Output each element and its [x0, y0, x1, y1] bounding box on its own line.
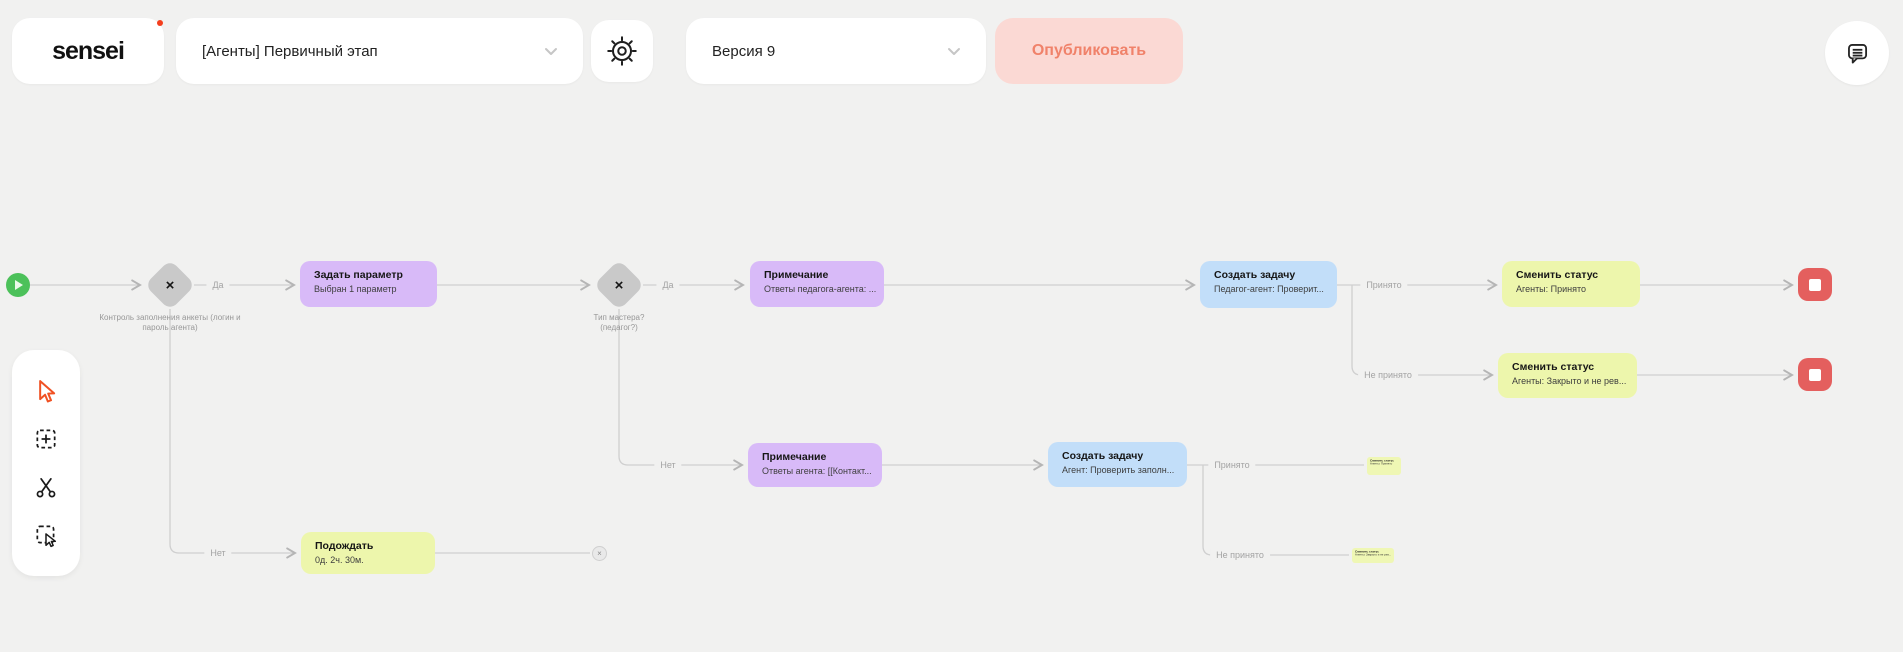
- x-icon: ×: [614, 276, 624, 294]
- condition-caption: Тип мастера? (педагог?): [593, 313, 645, 333]
- node-title: Примечание: [764, 269, 829, 281]
- edge-label-accepted: Принято: [1360, 279, 1408, 291]
- node-subtitle: Педагог-агент: Проверит...: [1214, 284, 1324, 294]
- node-subtitle: Выбран 1 параметр: [314, 284, 397, 294]
- add-frame-tool-button[interactable]: [29, 422, 63, 456]
- lasso-select-icon: [36, 525, 57, 548]
- node-subtitle: Агенты: Закрыто и не рев...: [1355, 553, 1392, 557]
- node-status-accepted[interactable]: Сменить статус Агенты: Принято: [1502, 261, 1640, 307]
- condition-node-master-type[interactable]: ×: [593, 259, 645, 311]
- cut-tool-button[interactable]: [29, 470, 63, 504]
- stop-icon: [1809, 368, 1821, 381]
- chat-icon: [1848, 44, 1868, 64]
- chat-button[interactable]: [1825, 21, 1889, 85]
- node-mini-status-accepted[interactable]: Сменить статус Агенты: Принято: [1367, 457, 1401, 475]
- node-subtitle: Агенты: Принято: [1370, 462, 1393, 466]
- node-title: Сменить статус: [1370, 459, 1394, 463]
- node-subtitle: Агент: Проверить заполн...: [1062, 465, 1175, 475]
- publish-button[interactable]: Опубликовать: [995, 18, 1183, 84]
- scissors-icon: [36, 478, 56, 498]
- stop-icon: [1809, 278, 1821, 291]
- node-subtitle: 0д. 2ч. 30м.: [315, 555, 364, 565]
- node-task-agent[interactable]: Создать задачу Агент: Проверить заполн..…: [1048, 442, 1187, 487]
- node-wait[interactable]: Подождать 0д. 2ч. 30м.: [301, 532, 435, 574]
- node-title: Сменить статус: [1512, 361, 1595, 373]
- node-set-param[interactable]: Задать параметр Выбран 1 параметр: [300, 261, 437, 307]
- node-title: Создать задачу: [1214, 269, 1296, 281]
- node-note-agent[interactable]: Примечание Ответы агента: [[Контакт...: [748, 443, 882, 487]
- version-select-value: Версия 9: [712, 42, 776, 60]
- node-subtitle: Ответы педагога-агента: ...: [764, 284, 877, 294]
- condition-caption: Контроль заполнения анкеты (логин и паро…: [99, 313, 241, 333]
- edge-label-accepted: Принято: [1208, 459, 1256, 471]
- x-icon: ×: [597, 549, 602, 558]
- edge-label-rejected: Не принято: [1210, 549, 1270, 561]
- canvas-toolbox: [12, 350, 80, 576]
- chevron-down-icon: [545, 48, 557, 55]
- app-logo-text: sensei: [52, 36, 125, 65]
- chevron-down-icon: [948, 48, 960, 55]
- flow-select-value: [Агенты] Первичный этап: [202, 42, 378, 60]
- play-icon: [15, 280, 23, 290]
- end-node[interactable]: [1798, 268, 1832, 301]
- x-icon: ×: [165, 276, 175, 294]
- edge-label-yes: Да: [206, 279, 230, 291]
- version-select[interactable]: Версия 9: [686, 18, 986, 84]
- node-subtitle: Агенты: Закрыто и не рев...: [1512, 376, 1627, 386]
- node-title: Создать задачу: [1062, 450, 1144, 462]
- edge-label-rejected: Не принято: [1358, 369, 1418, 381]
- edge-label-no: Нет: [654, 459, 682, 471]
- settings-button[interactable]: [591, 20, 653, 82]
- start-node[interactable]: [6, 273, 30, 297]
- logo-red-dot: [157, 20, 163, 26]
- edge-label-no: Нет: [204, 547, 232, 559]
- node-task-teacher[interactable]: Создать задачу Педагог-агент: Проверит..…: [1200, 261, 1337, 308]
- node-title: Сменить статус: [1355, 550, 1379, 554]
- node-subtitle: Агенты: Принято: [1516, 284, 1587, 294]
- node-mini-status-rejected[interactable]: Сменить статус Агенты: Закрыто и не рев.…: [1352, 548, 1394, 563]
- lasso-select-tool-button[interactable]: [29, 518, 63, 552]
- end-node[interactable]: [1798, 358, 1832, 391]
- node-subtitle: Ответы агента: [[Контакт...: [762, 466, 872, 476]
- edge-label-yes: Да: [656, 279, 680, 291]
- node-title: Задать параметр: [314, 269, 403, 281]
- pointer-tool-button[interactable]: [29, 374, 63, 408]
- node-title: Примечание: [762, 451, 827, 463]
- node-note-teacher[interactable]: Примечание Ответы педагога-агента: ...: [750, 261, 884, 307]
- node-title: Сменить статус: [1516, 269, 1599, 281]
- node-title: Подождать: [315, 540, 374, 552]
- flow-select[interactable]: [Агенты] Первичный этап: [176, 18, 583, 84]
- node-status-rejected[interactable]: Сменить статус Агенты: Закрыто и не рев.…: [1498, 353, 1637, 398]
- app-logo[interactable]: sensei: [12, 18, 164, 84]
- add-frame-icon: [36, 429, 56, 449]
- edge-connector[interactable]: ×: [592, 546, 607, 561]
- condition-node-form-check[interactable]: ×: [144, 259, 196, 311]
- gear-icon: [607, 36, 637, 66]
- cursor-icon: [39, 380, 56, 403]
